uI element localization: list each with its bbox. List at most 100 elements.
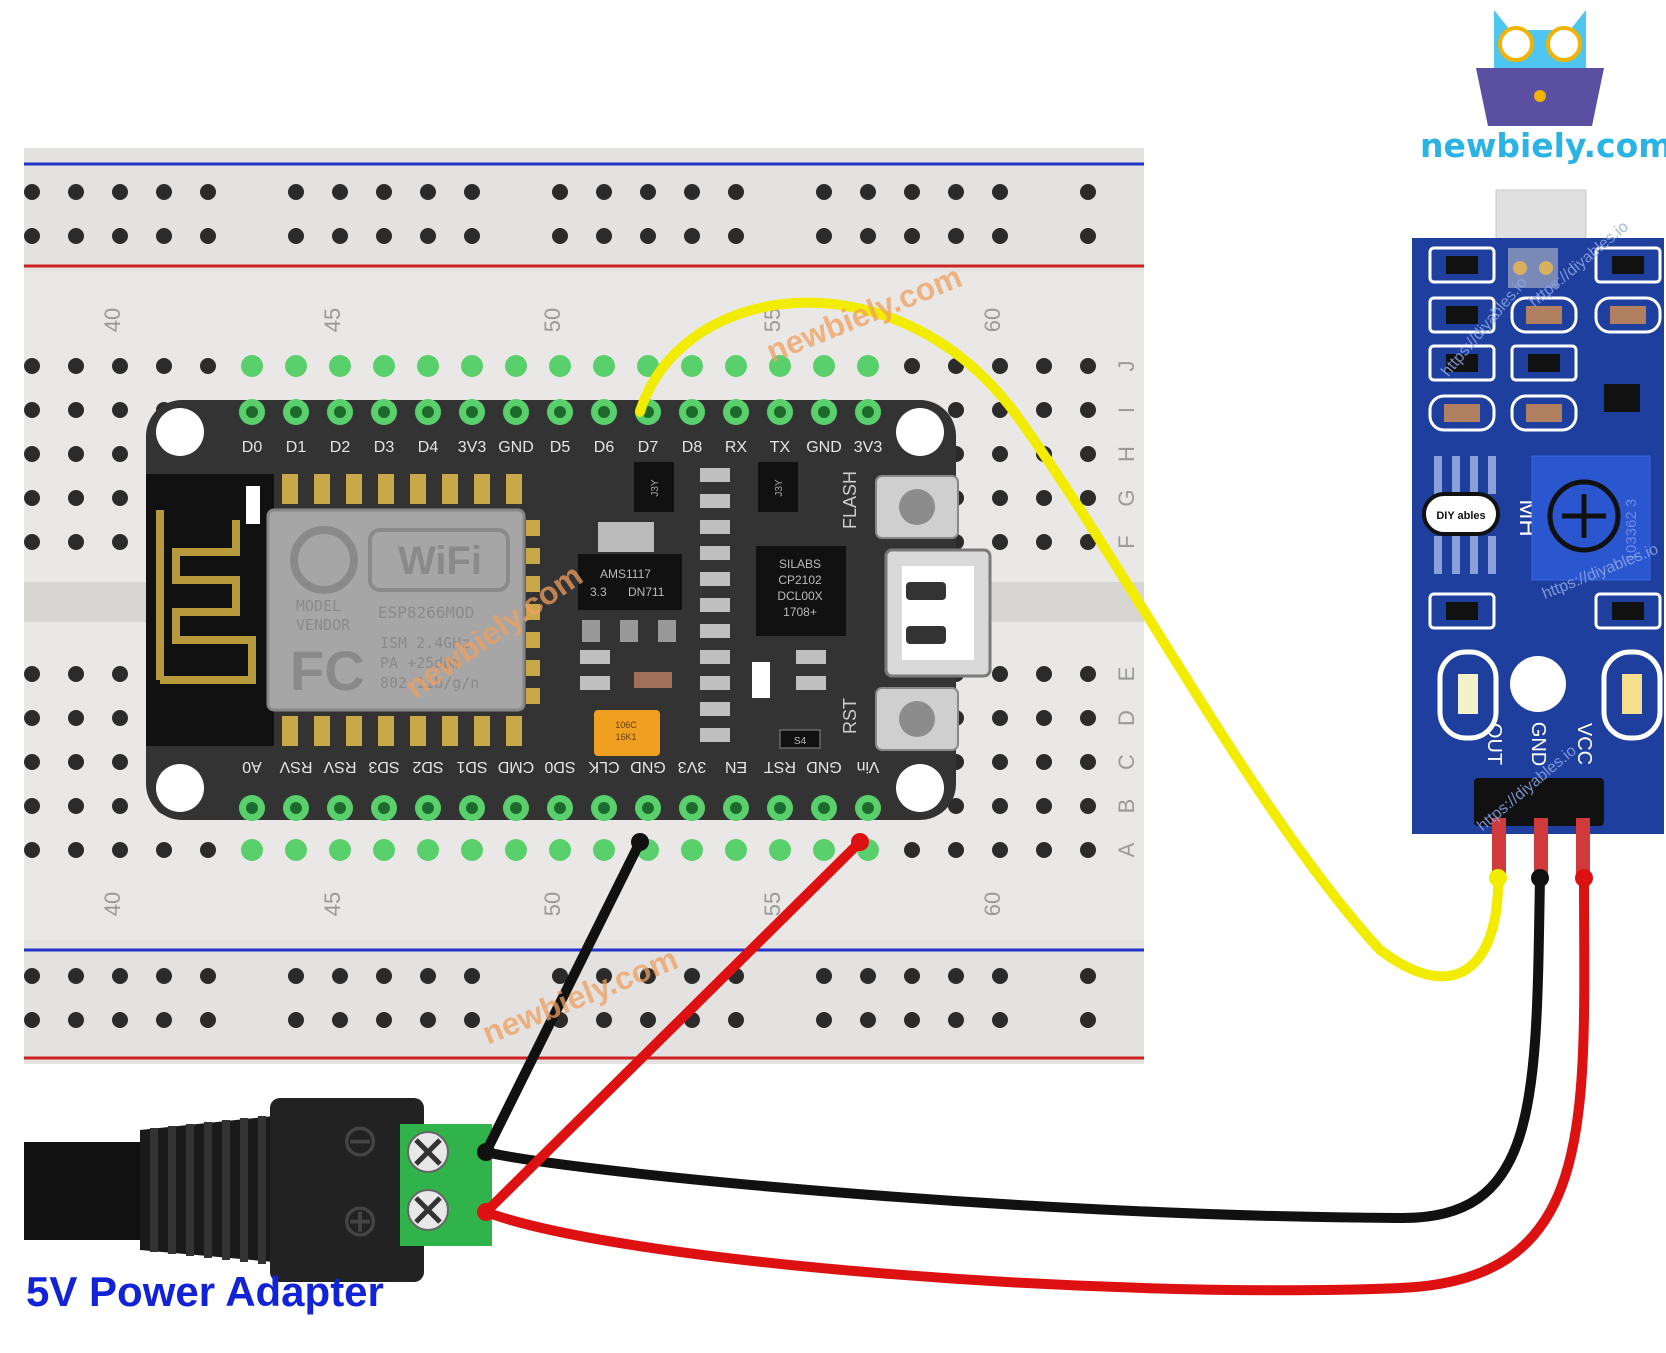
rail-hole[interactable] [904,184,920,200]
rail-hole[interactable] [596,968,612,984]
rail-hole[interactable] [860,968,876,984]
breadboard-hole[interactable] [68,402,84,418]
breadboard-hole[interactable] [112,534,128,550]
rail-hole[interactable] [464,228,480,244]
breadboard-hole[interactable] [24,842,40,858]
breadboard-hole[interactable] [904,358,920,374]
breadboard-hole[interactable] [1080,798,1096,814]
rail-hole[interactable] [552,228,568,244]
rail-hole[interactable] [24,228,40,244]
rail-hole[interactable] [332,184,348,200]
breadboard-hole[interactable] [992,358,1008,374]
rail-hole[interactable] [420,184,436,200]
breadboard-hole[interactable] [1036,710,1052,726]
breadboard-hole[interactable] [68,754,84,770]
rail-hole[interactable] [112,1012,128,1028]
breadboard-hole[interactable] [68,666,84,682]
breadboard-hole[interactable] [1080,446,1096,462]
rail-hole[interactable] [24,968,40,984]
rail-hole[interactable] [288,968,304,984]
breadboard-hole[interactable] [1036,534,1052,550]
breadboard-hole[interactable] [1036,402,1052,418]
breadboard-hole[interactable] [1080,710,1096,726]
rail-hole[interactable] [684,184,700,200]
rail-hole[interactable] [596,184,612,200]
rail-hole[interactable] [68,1012,84,1028]
rail-hole[interactable] [464,1012,480,1028]
rail-hole[interactable] [640,184,656,200]
breadboard-hole[interactable] [1080,666,1096,682]
rail-hole[interactable] [816,1012,832,1028]
rail-hole[interactable] [816,228,832,244]
breadboard-hole[interactable] [68,534,84,550]
breadboard-hole[interactable] [948,402,964,418]
sensor-pin-gnd[interactable] [1534,818,1548,874]
rail-hole[interactable] [904,1012,920,1028]
rail-hole[interactable] [420,1012,436,1028]
rail-hole[interactable] [112,968,128,984]
breadboard-hole[interactable] [992,490,1008,506]
breadboard-hole[interactable] [992,842,1008,858]
rail-hole[interactable] [200,184,216,200]
breadboard-hole[interactable] [1036,490,1052,506]
sensor-pin-out[interactable] [1492,818,1506,874]
breadboard-hole[interactable] [1036,798,1052,814]
breadboard-hole[interactable] [112,490,128,506]
rail-hole[interactable] [640,228,656,244]
rail-hole[interactable] [332,1012,348,1028]
rail-hole[interactable] [684,228,700,244]
rail-hole[interactable] [992,968,1008,984]
rail-hole[interactable] [948,1012,964,1028]
rail-hole[interactable] [112,228,128,244]
breadboard-hole[interactable] [24,402,40,418]
rail-hole[interactable] [68,968,84,984]
rail-hole[interactable] [684,968,700,984]
breadboard-hole[interactable] [156,842,172,858]
breadboard-hole[interactable] [1080,402,1096,418]
rail-hole[interactable] [420,228,436,244]
rail-hole[interactable] [596,1012,612,1028]
breadboard-hole[interactable] [948,842,964,858]
rail-hole[interactable] [640,968,656,984]
breadboard-hole[interactable] [24,446,40,462]
rail-hole[interactable] [1080,968,1096,984]
breadboard-hole[interactable] [24,754,40,770]
breadboard-hole[interactable] [68,798,84,814]
rail-hole[interactable] [288,184,304,200]
breadboard-hole[interactable] [112,666,128,682]
rail-hole[interactable] [1080,228,1096,244]
breadboard-hole[interactable] [68,842,84,858]
rail-hole[interactable] [332,968,348,984]
rail-hole[interactable] [992,228,1008,244]
rail-hole[interactable] [948,968,964,984]
rail-hole[interactable] [200,1012,216,1028]
rail-hole[interactable] [992,184,1008,200]
breadboard-hole[interactable] [1080,754,1096,770]
breadboard-hole[interactable] [992,534,1008,550]
breadboard-hole[interactable] [112,402,128,418]
rail-hole[interactable] [332,228,348,244]
breadboard-hole[interactable] [68,710,84,726]
rail-hole[interactable] [376,184,392,200]
breadboard-hole[interactable] [68,358,84,374]
breadboard-hole[interactable] [1080,490,1096,506]
rail-hole[interactable] [376,968,392,984]
rail-hole[interactable] [948,184,964,200]
rail-hole[interactable] [156,228,172,244]
rail-hole[interactable] [904,228,920,244]
rail-hole[interactable] [728,228,744,244]
rail-hole[interactable] [596,228,612,244]
rail-hole[interactable] [288,1012,304,1028]
breadboard-hole[interactable] [112,754,128,770]
rail-hole[interactable] [904,968,920,984]
rail-hole[interactable] [200,228,216,244]
rail-hole[interactable] [24,184,40,200]
rail-hole[interactable] [552,968,568,984]
sensor-pin-vcc[interactable] [1576,818,1590,874]
breadboard-hole[interactable] [156,358,172,374]
rail-hole[interactable] [464,184,480,200]
breadboard-hole[interactable] [992,446,1008,462]
breadboard-hole[interactable] [1036,754,1052,770]
rst-button-cap[interactable] [899,701,935,737]
breadboard-hole[interactable] [24,798,40,814]
